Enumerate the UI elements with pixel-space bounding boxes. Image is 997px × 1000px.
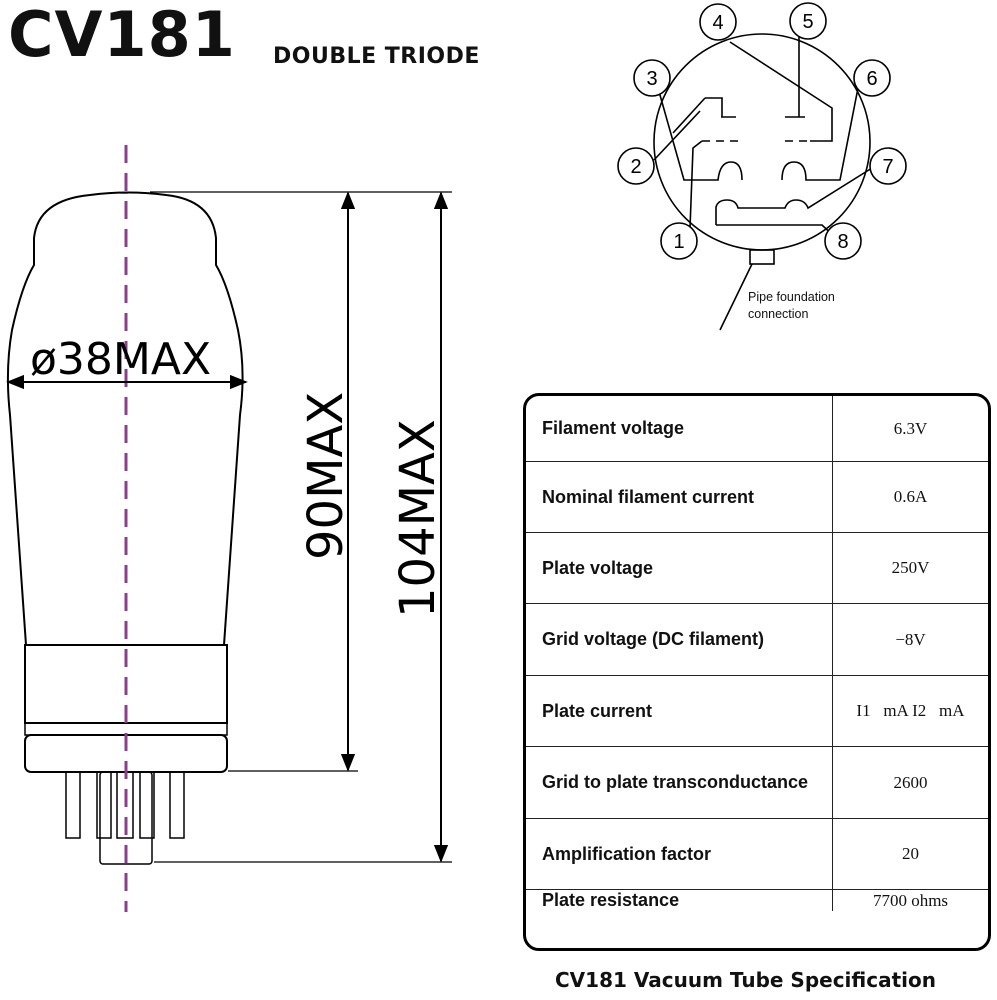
left-plate-lead	[672, 97, 706, 134]
socket-outline	[653, 33, 871, 251]
pin3-lead	[657, 87, 705, 181]
spec-value: 6.3V	[893, 418, 928, 438]
table-row: Filament voltage 6.3V	[526, 396, 988, 462]
tube-pin	[169, 771, 185, 839]
spec-name: Grid to plate transconductance	[526, 747, 833, 818]
spec-value: 250V	[891, 558, 930, 577]
tube-glass	[6, 191, 244, 646]
table-row: Plate current I1 mA I2 mA	[526, 676, 988, 747]
foundation-tab	[749, 249, 775, 265]
heater-lead	[716, 224, 837, 239]
caption: CV181 Vacuum Tube Specification	[555, 968, 936, 992]
total-height-label: 104MAX	[390, 419, 446, 618]
spec-name: Nominal filament current	[526, 462, 833, 532]
pin2-lead	[653, 110, 701, 161]
tube-pin	[65, 771, 81, 839]
left-cathode	[705, 161, 743, 181]
diameter-label: ø38MAX	[30, 334, 211, 385]
table-row: Plate resistance 7700 ohms	[526, 890, 988, 911]
spec-table: Filament voltage 6.3V Nominal filament c…	[523, 393, 991, 951]
table-row: Plate voltage 250V	[526, 533, 988, 604]
pin-number: 5	[802, 11, 813, 33]
spec-value: 20	[902, 844, 919, 863]
right-grid-lead	[729, 41, 833, 142]
pin-number: 3	[646, 68, 657, 90]
pin-circles	[617, 2, 907, 260]
spec-name: Plate voltage	[526, 533, 833, 603]
spec-name: Amplification factor	[526, 819, 833, 889]
pin-number: 1	[673, 231, 684, 253]
foundation-leader	[719, 263, 753, 331]
right-plate	[785, 35, 805, 118]
spec-value: 2600	[893, 772, 928, 792]
pin-number: 4	[712, 12, 723, 34]
spec-value: −8V	[895, 629, 926, 649]
spec-value: 0.6A	[893, 487, 928, 506]
foundation-note-line1: Pipe foundation	[748, 290, 835, 304]
table-row: Amplification factor 20	[526, 819, 988, 890]
heater	[715, 167, 873, 225]
tube-pin	[96, 771, 112, 839]
pin-diagram	[653, 33, 873, 331]
spec-value: I1 mA I2 mA	[856, 701, 965, 720]
spec-name: Plate current	[526, 676, 833, 746]
left-plate	[705, 97, 736, 118]
table-row: Grid voltage (DC filament) −8V	[526, 604, 988, 676]
table-row: Nominal filament current 0.6A	[526, 462, 988, 533]
body-height-label: 90MAX	[298, 392, 354, 560]
pin-number: 2	[630, 156, 641, 178]
pin1-lead	[689, 140, 703, 229]
foundation-note-line2: connection	[748, 307, 809, 321]
spec-name: Plate resistance	[526, 890, 833, 911]
table-row: Grid to plate transconductance 2600	[526, 747, 988, 819]
right-cathode	[781, 87, 859, 181]
spec-value: 7700 ohms	[872, 890, 949, 910]
title: CV181	[8, 0, 236, 71]
pin-number: 7	[882, 156, 893, 178]
spec-name: Grid voltage (DC filament)	[526, 604, 833, 675]
subtitle: DOUBLE TRIODE	[273, 44, 480, 69]
spec-name: Filament voltage	[526, 396, 833, 461]
pin-number: 8	[837, 231, 848, 253]
pin-number: 6	[866, 68, 877, 90]
